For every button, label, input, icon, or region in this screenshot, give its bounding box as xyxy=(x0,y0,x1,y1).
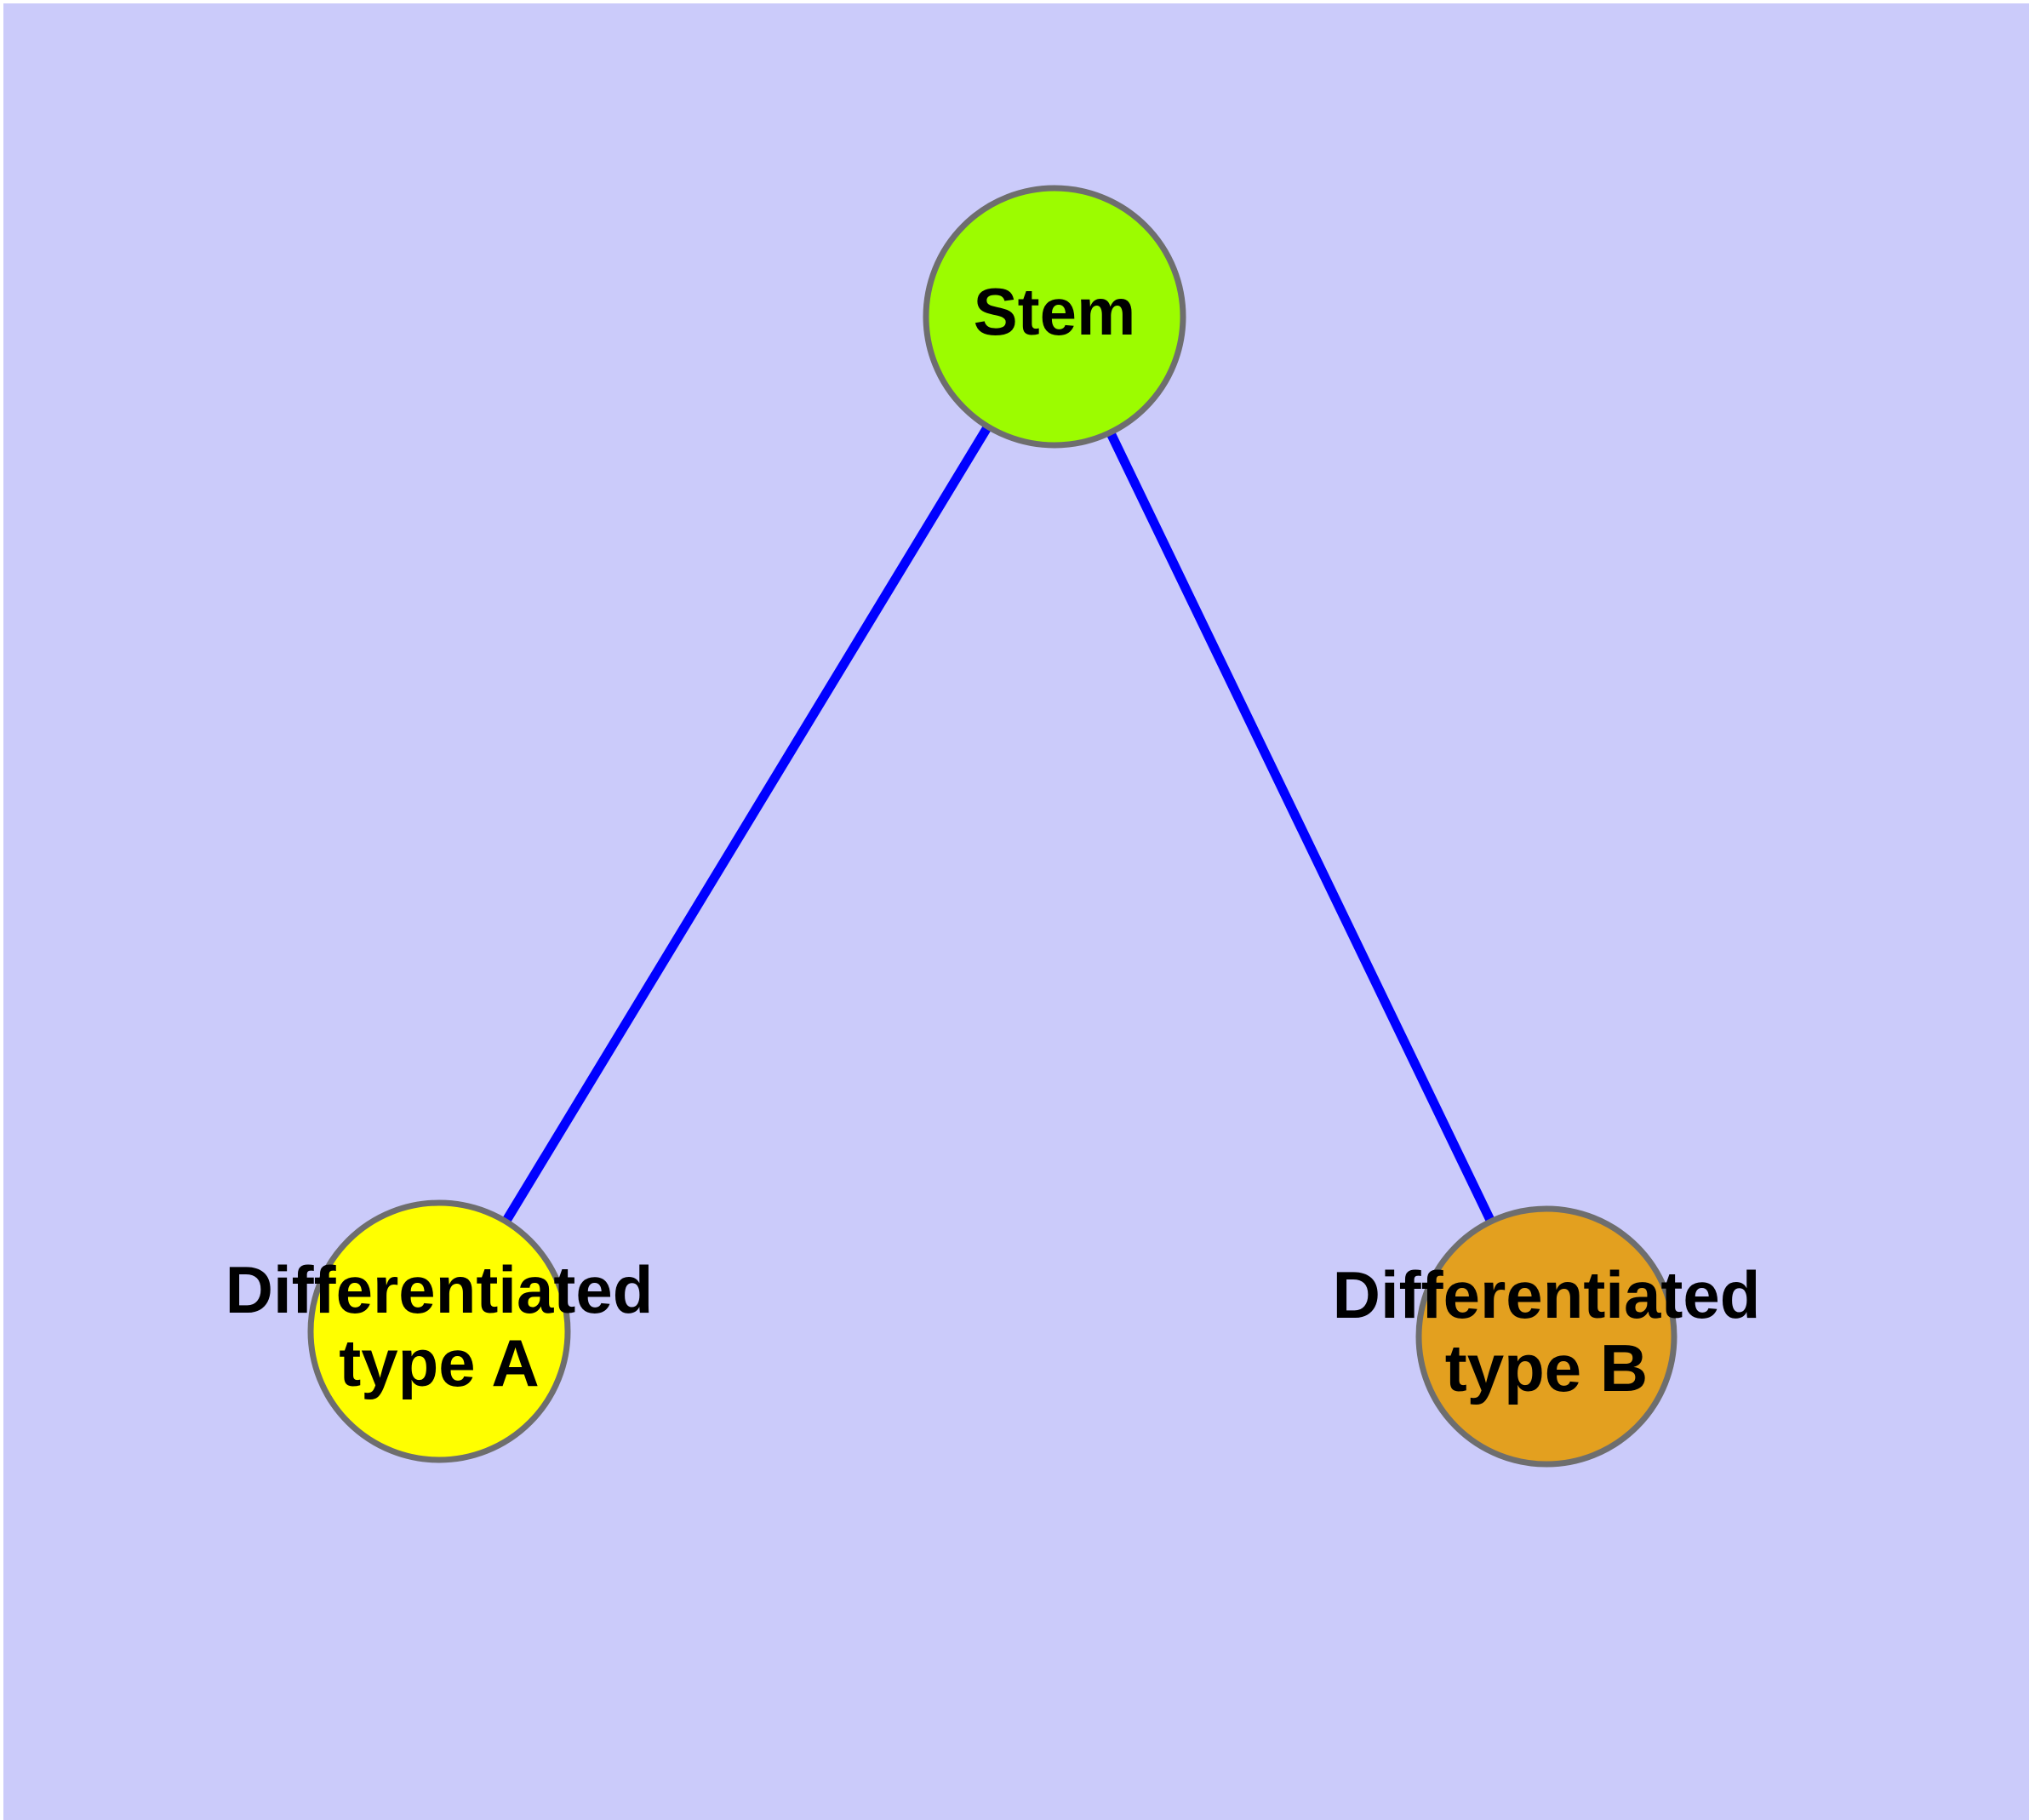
node-label-line: type B xyxy=(1445,1331,1648,1405)
node-diff_b[interactable] xyxy=(1415,1205,1677,1468)
node-diff_a[interactable] xyxy=(307,1199,571,1463)
node-label-line: Differentiated xyxy=(226,1252,654,1327)
node-label-stem: Stem xyxy=(974,274,1136,349)
edges-layer xyxy=(500,422,1496,1226)
node-stem[interactable] xyxy=(923,185,1186,449)
node-label-line: type A xyxy=(339,1325,540,1400)
nodes-layer xyxy=(307,185,1677,1468)
node-label-line: Differentiated xyxy=(1333,1257,1761,1332)
edge-stem-diff-a[interactable] xyxy=(500,422,993,1226)
node-label-line: Stem xyxy=(974,274,1136,349)
edge-stem-diff-b[interactable] xyxy=(1105,428,1496,1226)
